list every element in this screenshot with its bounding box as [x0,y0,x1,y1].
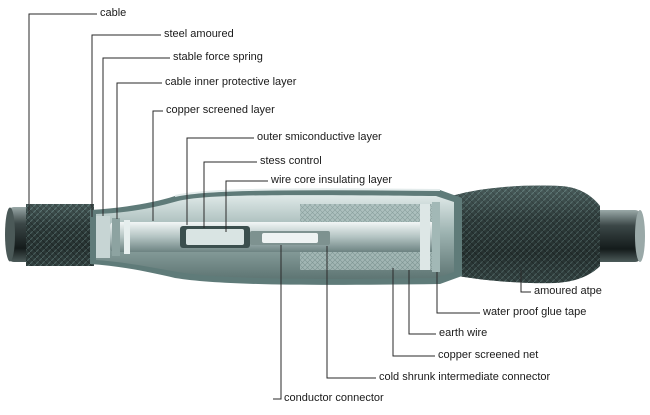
label-copper-screened-net: copper screened net [438,349,539,361]
label-conductor-connector: conductor connector [284,392,384,404]
label-amoured-atpe: amoured atpe [534,285,602,297]
label-cable-inner-protective-layer: cable inner protective layer [165,76,297,88]
leader-outer-smiconductive-layer [186,137,254,225]
leader-copper-screened-layer [152,110,163,221]
label-stable-force-spring: stable force spring [173,51,263,63]
label-copper-screened-layer: copper screened layer [166,104,275,116]
label-cable: cable [100,7,127,19]
leader-earth-wire [408,270,436,335]
left-cable-end [5,204,94,266]
leader-cold-shrunk-intermediate-connector [326,246,376,379]
outer-armour-body [440,185,600,284]
label-earth-wire: earth wire [439,327,488,339]
leader-cable [28,13,97,214]
leader-cable-inner-protective-layer [116,82,162,219]
leader-conductor-connector [273,245,282,400]
leader-water-proof-glue-tape [436,272,480,314]
label-outer-smiconductive-layer: outer smiconductive layer [257,131,382,143]
leader-copper-screened-net [392,268,435,357]
label-cold-shrunk-intermediate-connector: cold shrunk intermediate connector [379,371,551,383]
leader-lines [28,13,531,400]
label-water-proof-glue-tape: water proof glue tape [483,306,587,318]
label-stess-control: stess control [260,155,322,167]
cutaway-sheath [90,188,462,285]
leader-wire-core-insulating-layer [225,180,268,232]
leader-stable-force-spring [102,57,170,216]
leader-steel-amoured [91,34,161,217]
leader-amoured-atpe [520,270,531,293]
label-steel-amoured: steel amoured [164,28,234,40]
leader-stess-control [203,161,257,228]
label-wire-core-insulating-layer: wire core insulating layer [271,174,393,186]
